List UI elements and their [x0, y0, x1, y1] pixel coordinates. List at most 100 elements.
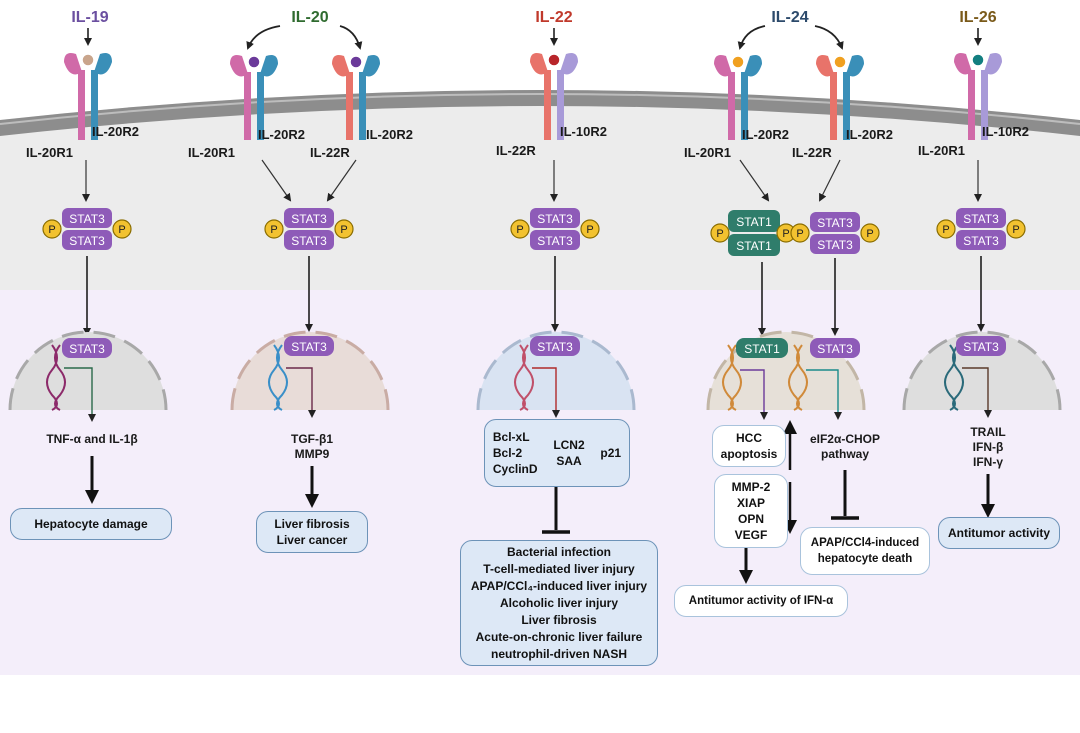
svg-text:STAT3: STAT3: [537, 234, 573, 248]
il24b-receptor-right: IL-20R2: [846, 127, 893, 142]
dna-il24-b-icon: [788, 344, 808, 411]
cytokine-il22-label: IL-22: [535, 9, 572, 26]
svg-text:STAT3: STAT3: [537, 212, 573, 226]
svg-text:STAT3: STAT3: [817, 238, 853, 252]
il26-receptor-right: IL-10R2: [982, 124, 1029, 139]
receptor-il22: [530, 53, 578, 140]
svg-text:P: P: [1012, 224, 1019, 236]
svg-text:P: P: [782, 228, 789, 240]
il20b-receptor-right: IL-20R2: [366, 127, 413, 142]
svg-text:STAT3: STAT3: [817, 342, 853, 356]
il26-transcription-arrow: [962, 367, 992, 418]
il22-targets-col1: Bcl-xL Bcl-2 CyclinD: [492, 430, 538, 476]
nuclear-stat3-il20: STAT3: [284, 336, 334, 356]
svg-text:P: P: [796, 228, 803, 240]
nuclear-stat3-il24: STAT3: [810, 338, 860, 358]
il24-pathway-line1: eIF2α-CHOP: [810, 432, 880, 446]
il20a-receptor-right: IL-20R2: [258, 127, 305, 142]
nuclear-stat3-il26: STAT3: [956, 336, 1006, 356]
svg-text:STAT3: STAT3: [291, 340, 327, 354]
nuclear-stat3-il22: STAT3: [530, 336, 580, 356]
dna-il22-icon: [514, 344, 534, 411]
il22-targets-col2: LCN2 SAA: [553, 438, 585, 468]
cytokine-il24-label: IL-24: [771, 9, 808, 26]
stat1-dimer-il24: STAT1 STAT1 P P: [710, 210, 796, 256]
svg-text:STAT3: STAT3: [69, 342, 105, 356]
il26-outcome-box: Antitumor activity: [938, 517, 1060, 549]
il24-arrow-right: [814, 25, 844, 50]
svg-text:STAT3: STAT3: [963, 234, 999, 248]
il22-target-box: Bcl-xL Bcl-2 CyclinD LCN2 SAA p21: [484, 419, 630, 487]
il19-transcription-arrow: [64, 367, 96, 422]
il22-receptor-left: IL-22R: [496, 143, 536, 158]
svg-text:STAT3: STAT3: [69, 234, 105, 248]
il19-outcome-box: Hepatocyte damage: [10, 508, 172, 540]
il26-receptor-left: IL-20R1: [918, 143, 965, 158]
receptor-il20-a: [230, 55, 278, 140]
il24-signal-arrow-a: [739, 159, 770, 202]
il26-target-1: TRAIL: [970, 425, 1005, 439]
il20-outcome-box: Liver fibrosis Liver cancer: [256, 511, 368, 553]
il24-arrow-left: [737, 25, 766, 50]
il20b-receptor-left: IL-22R: [310, 145, 350, 160]
nuclear-stat3-il19: STAT3: [62, 338, 112, 358]
il24a-receptor-right: IL-20R2: [742, 127, 789, 142]
il24-pathway-line2: pathway: [821, 447, 869, 461]
stat3-dimer-il19: STAT3 STAT3 P P: [42, 208, 132, 250]
il19-receptor-right: IL-20R2: [92, 124, 139, 139]
svg-text:STAT3: STAT3: [69, 212, 105, 226]
il24a-receptor-left: IL-20R1: [684, 145, 731, 160]
svg-text:STAT3: STAT3: [291, 234, 327, 248]
cytokine-il19-label: IL-19: [71, 9, 108, 26]
svg-text:STAT3: STAT3: [963, 340, 999, 354]
svg-text:STAT3: STAT3: [537, 340, 573, 354]
il20-target-2: MMP9: [295, 447, 330, 461]
svg-text:STAT1: STAT1: [736, 215, 772, 229]
il26-target-2: IFN-β: [973, 440, 1004, 454]
membrane-highlight: [0, 93, 1080, 125]
il22-inhibited-box: Bacterial infection T-cell-mediated live…: [460, 540, 658, 666]
dna-il26-icon: [944, 344, 964, 411]
stat3-dimer-il20: STAT3 STAT3 P P: [264, 208, 354, 250]
svg-text:P: P: [48, 224, 55, 236]
receptor-il26: [954, 53, 1002, 140]
svg-text:P: P: [716, 228, 723, 240]
svg-text:P: P: [866, 228, 873, 240]
stat3-dimer-il26: STAT3 STAT3 P P: [936, 208, 1026, 250]
svg-text:STAT3: STAT3: [963, 212, 999, 226]
svg-text:STAT1: STAT1: [736, 239, 772, 253]
il20-arrow-left: [246, 25, 281, 50]
il24b-receptor-left: IL-22R: [792, 145, 832, 160]
cytokine-il26-label: IL-26: [959, 9, 996, 26]
il20-signal-arrow-b: [326, 159, 357, 202]
il20-target-1: TGF-β1: [291, 432, 333, 446]
il20-arrow-right: [339, 25, 363, 50]
il20-signal-arrow-a: [261, 159, 292, 202]
il19-targets: TNF-α and IL-1β: [46, 432, 137, 446]
stat3-dimer-il24: STAT3 STAT3 P P: [790, 212, 880, 254]
il22-transcription-arrow: [532, 367, 560, 418]
dna-il20-icon: [268, 344, 288, 411]
il26-target-3: IFN-γ: [973, 455, 1003, 469]
il24-ifn-box: Antitumor activity of IFN-α: [674, 585, 848, 617]
cytokine-il20-label: IL-20: [291, 9, 328, 26]
il24-mmp-box: MMP-2 XIAP OPN VEGF: [714, 474, 788, 548]
svg-text:STAT3: STAT3: [291, 212, 327, 226]
svg-text:P: P: [516, 224, 523, 236]
nuclear-stat1-il24: STAT1: [736, 338, 788, 358]
il24-stat3-transcription-arrow: [806, 369, 842, 420]
svg-text:P: P: [270, 224, 277, 236]
receptor-il19: [64, 53, 112, 140]
il19-receptor-left: IL-20R1: [26, 145, 73, 160]
svg-text:STAT3: STAT3: [817, 216, 853, 230]
il24-stat1-transcription-arrow: [740, 369, 768, 420]
receptor-il20-b: [332, 55, 380, 140]
il24-death-box: APAP/CCl4-induced hepatocyte death: [800, 527, 930, 575]
il20a-receptor-left: IL-20R1: [188, 145, 235, 160]
svg-text:P: P: [118, 224, 125, 236]
svg-text:STAT1: STAT1: [744, 342, 780, 356]
svg-text:P: P: [942, 224, 949, 236]
receptor-il24-a: [714, 55, 762, 140]
svg-text:P: P: [340, 224, 347, 236]
svg-text:P: P: [586, 224, 593, 236]
